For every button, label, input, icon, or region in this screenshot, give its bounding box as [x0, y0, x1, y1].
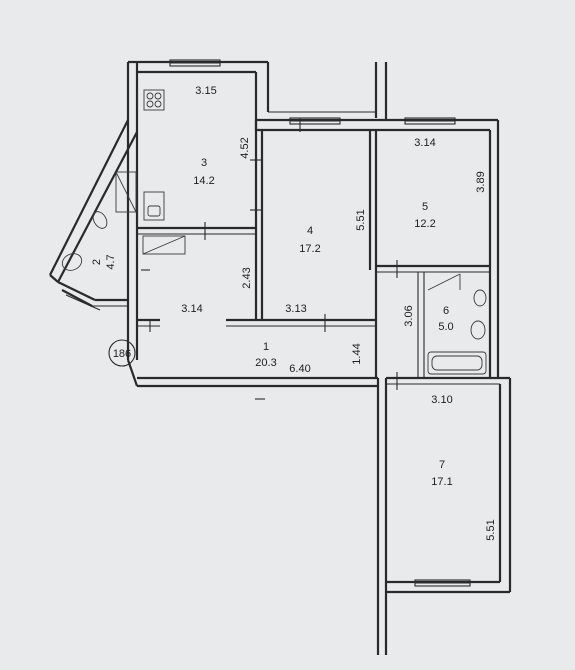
windows [169, 59, 471, 587]
room-4-number: 4 [307, 225, 313, 237]
dim-room7-width: 3.10 [431, 394, 452, 406]
fixtures [61, 89, 487, 400]
dim-hall-width: 1.44 [351, 343, 363, 364]
dim-kitchen-width: 3.15 [195, 85, 216, 97]
room-3-number: 3 [201, 157, 207, 169]
toilet-icon [92, 211, 108, 229]
room-1-area: 20.3 [255, 357, 276, 369]
interior-walls [137, 118, 500, 390]
room-2-walls [49, 119, 138, 307]
dim-room5-width: 3.14 [414, 137, 435, 149]
circle-marker: 186 [108, 339, 136, 367]
room-6-area: 5.0 [438, 321, 453, 333]
room-7-number: 7 [439, 459, 445, 471]
kitchen-sink-icon [143, 191, 165, 221]
dim-room4-bottom: 3.13 [285, 303, 306, 315]
dimension-labels: 3.15 4.52 5.51 3.14 3.89 3.14 2.43 3.13 … [181, 85, 497, 541]
room-labels: 3 14.2 4 17.2 5 12.2 6 5.0 7 17.1 1 20.3… [91, 157, 454, 488]
dim-hall-length: 6.40 [289, 363, 310, 375]
dim-room4-length: 5.51 [355, 209, 367, 230]
room-5-area: 12.2 [414, 218, 435, 230]
bath-toilet-icon [473, 289, 487, 307]
bath-sink-icon [470, 320, 486, 340]
room-1-number: 1 [263, 341, 269, 353]
dim-lower-left-height: 2.43 [241, 267, 253, 288]
room-2-area: 4.7 [105, 254, 117, 269]
room-2-number: 2 [91, 259, 103, 265]
marker-label: 186 [113, 348, 131, 360]
room-7-area: 17.1 [431, 476, 452, 488]
dim-room7-length: 5.51 [485, 519, 497, 540]
room-3-area: 14.2 [193, 175, 214, 187]
outer-walls [126, 60, 512, 655]
room-5-number: 5 [422, 201, 428, 213]
dim-kitchen-length: 4.52 [239, 137, 251, 158]
dim-room5-length: 3.89 [475, 171, 487, 192]
stove-icon [143, 89, 165, 111]
wc-sink-icon [61, 253, 83, 271]
bathtub-icon [427, 351, 487, 375]
dim-lower-left-width: 3.14 [181, 303, 202, 315]
room-4-area: 17.2 [299, 243, 320, 255]
dim-bath-height: 3.06 [403, 305, 415, 326]
room-6-number: 6 [443, 305, 449, 317]
